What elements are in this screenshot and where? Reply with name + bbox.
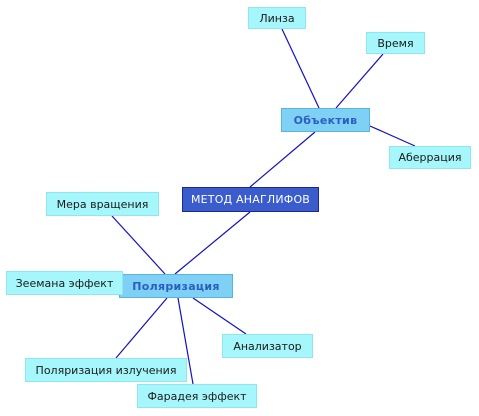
leaf-node-aberration[interactable]: Аберрация bbox=[389, 146, 471, 169]
line-objective-time bbox=[335, 53, 384, 109]
root-label: МЕТОД АНАГЛИФОВ bbox=[190, 193, 311, 206]
leaf-label-zeeman: Зеемана эффект bbox=[15, 276, 114, 290]
branch-label-polarization: Поляризация bbox=[132, 279, 220, 293]
root-node[interactable]: МЕТОД АНАГЛИФОВ bbox=[182, 187, 319, 212]
line-root-objective bbox=[249, 131, 316, 188]
leaf-node-lens[interactable]: Линза bbox=[248, 7, 306, 29]
leaf-label-rotation-measure: Мера вращения bbox=[56, 197, 149, 211]
leaf-label-faraday: Фарадея эффект bbox=[147, 389, 247, 403]
branch-node-polarization[interactable]: Поляризация bbox=[119, 274, 233, 298]
leaf-label-emission-polarization: Поляризация излучения bbox=[35, 363, 177, 377]
line-root-polarization bbox=[174, 211, 251, 275]
leaf-node-rotation-measure[interactable]: Мера вращения bbox=[46, 192, 159, 216]
branch-node-objective[interactable]: Объектив bbox=[281, 108, 370, 132]
leaf-node-zeeman[interactable]: Зеемана эффект bbox=[6, 271, 123, 295]
branch-label-objective: Объектив bbox=[293, 113, 358, 127]
line-polarization-emission bbox=[115, 297, 168, 359]
leaf-node-emission-polarization[interactable]: Поляризация излучения bbox=[25, 358, 187, 382]
leaf-label-time: Время bbox=[377, 36, 414, 50]
line-polarization-analyzer bbox=[192, 297, 247, 335]
line-polarization-faraday bbox=[177, 297, 194, 385]
leaf-label-aberration: Аберрация bbox=[398, 151, 462, 164]
leaf-label-analyzer: Анализатор bbox=[233, 339, 302, 353]
leaf-node-faraday[interactable]: Фарадея эффект bbox=[137, 384, 257, 408]
leaf-label-lens: Линза bbox=[259, 11, 295, 25]
line-objective-aberration bbox=[369, 125, 416, 147]
leaf-node-analyzer[interactable]: Анализатор bbox=[222, 334, 313, 358]
line-polarization-rotation bbox=[111, 215, 166, 275]
line-objective-lens bbox=[281, 28, 320, 109]
leaf-node-time[interactable]: Время bbox=[366, 32, 425, 54]
